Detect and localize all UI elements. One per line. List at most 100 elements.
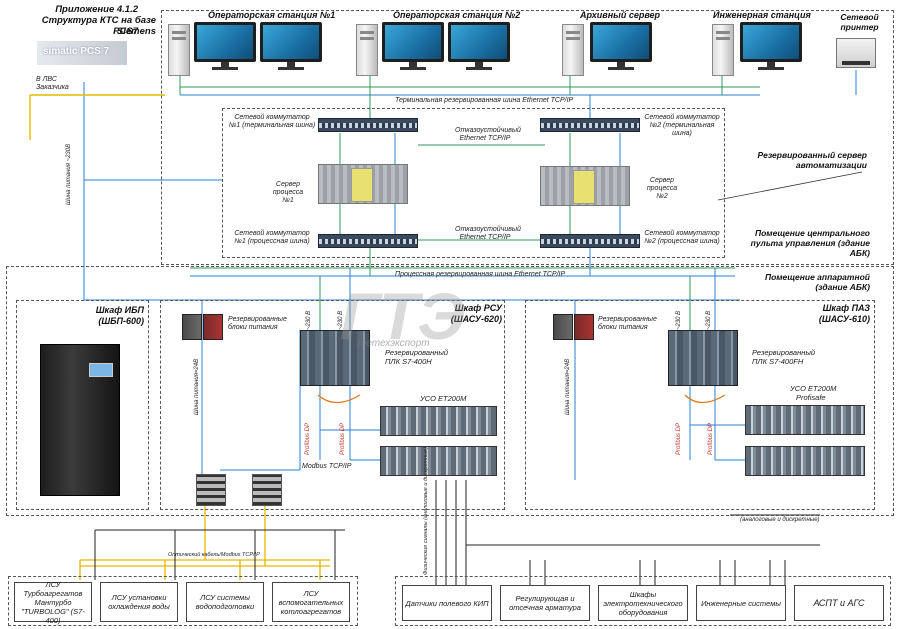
rsu-profibus-a: Profibus DP [305,422,311,455]
paz-psu-1-icon [553,314,573,340]
paz-plc-label: Резервированный ПЛК S7-400FH [752,348,816,366]
zone-paz-cabinet [525,300,875,510]
switch-process-1-icon [318,234,418,248]
paz-signals-label: (аналоговые и дискретные) [740,517,820,523]
modbus-switch-1-icon [196,474,226,506]
watermark-sub: тетехэкспорт [358,338,430,349]
paz-plc-icon [668,330,738,386]
server-1-label: Сервер процесса №1 [272,181,304,205]
workstation-monitors-1 [194,22,322,70]
paz-cabinet-title: Шкаф ПАЗ (ШАСУ-610) [818,303,870,324]
zone-hardware-room [6,266,894,516]
workstation-title-2: Операторская станция №2 [393,10,521,20]
engineering-station-tower [712,24,734,76]
zone-rsu-cabinet [160,300,505,510]
switch-terminal-2-icon [540,118,640,132]
server-2-icon [540,166,630,206]
subsystem-cooling: ЛСУ установки охлаждения воды [100,582,178,622]
failsafe-ethernet-1: Отказоустойчивый Ethernet TCP/IP [455,127,521,143]
field-signals-label: Физические сигналы (аналоговые и дискрет… [423,446,429,575]
title-line-1: Приложение 4.1.2 [55,4,138,15]
rsu-io-2-icon [380,446,497,476]
monitor-icon [260,22,322,70]
monitor-icon [382,22,444,70]
hardware-room-label: Помещение аппаратной (здание АБК) [764,272,870,293]
subsystem-boilers: ЛСУ вспомогательных котлоагрегатов [272,582,350,622]
rsu-psu-2-icon [203,314,223,340]
rsu-plc-icon [300,330,370,386]
rsu-profibus-b: Profibus DP [340,422,346,455]
simatic-logo-text: simatic PCS 7 [43,46,110,57]
rsu-plc-label: Резервированный ПЛК S7-400H [385,348,449,366]
paz-io-label-1: УСО ET200M [790,384,837,393]
paz-io-2-icon [745,446,865,476]
zone-server-room [222,108,725,258]
field-valves: Регулирующая и отсечная арматура [500,585,590,621]
terminal-bus-label: Терминальная резервированная шина Ethern… [395,97,574,104]
paz-profibus-b: Profibus DP [708,422,714,455]
zone-central-control [161,10,894,265]
monitor-icon [194,22,256,70]
switch-terminal-1-label: Сетевой коммутатор №1 (терминальная шина… [228,114,316,130]
ups-cabinet-title: Шкаф ИБП (ШБП-600) [95,305,144,326]
modbus-label: Modbus TCP/IP [302,463,352,470]
simatic-logo: simatic PCS 7 [37,41,127,65]
failsafe-ethernet-2: Отказоустойчивый Ethernet TCP/IP [455,226,521,242]
switch-terminal-1-icon [318,118,418,132]
rsu-io-1-icon [380,406,497,436]
monitor-icon [448,22,510,70]
ups-cabinet-icon [40,344,120,496]
paz-230a-label: ~230 В [676,310,682,330]
title-line-2: Структура КТС на базе Siemens [41,15,156,38]
rsu-230a-label: ~230 В [306,310,312,330]
rsu-io-label: УСО ET200M [420,394,467,403]
switch-process-2-icon [540,234,640,248]
workstation-title-3: Архивный сервер [580,10,661,20]
field-fire-systems: АСПТ и АГС [794,585,884,621]
zone-bottom-right [395,576,891,626]
zone-ups-cabinet [16,300,149,510]
archive-server-monitor [590,22,652,70]
power-bus-label: Шина питания ~230В [66,143,72,205]
paz-230b-label: ~230 В [706,310,712,330]
lan-label: В ЛВС Заказчика [36,76,69,92]
switch-process-1-label: Сетевой коммутатор №1 (процессная шина) [234,230,310,246]
rsu-psu-label: Резервированные блоки питания [228,316,287,332]
workstation-tower-2 [356,24,378,76]
central-control-room-label: Помещение центрального пульта управления… [750,228,870,259]
watermark-logo: ГТЭ [340,279,465,353]
workstation-title-4: Инженерная станция [713,10,811,20]
switch-terminal-2-label: Сетевой коммутатор №2 (терминальная шина… [644,114,720,138]
printer-label: Сетевой принтер [840,12,879,33]
printer-icon [836,38,876,68]
paz-psu-label: Резервированные блоки питания [598,316,657,332]
field-electrical: Шкафы электротехнического оборудования [598,585,688,621]
title-line-3: PCS7 [113,26,138,37]
paz-profibus-a: Profibus DP [676,422,682,455]
paz-io-1-icon [745,405,865,435]
server-1-icon [318,164,408,204]
field-sensors: Датчики полевого КИП [402,585,492,621]
optical-label: Оптический кабель/Modbus TCP/IP [168,552,260,558]
monitor-icon [590,22,652,70]
server-2-label: Сервер процесса №2 [646,177,678,201]
workstation-title-1: Операторская станция №1 [208,10,336,20]
switch-process-2-label: Сетевой коммутатор №2 (процессная шина) [644,230,720,246]
process-bus-label: Процессная резервированная шина Ethernet… [395,271,566,278]
rsu-cabinet-title: Шкаф РСУ (ШАСУ-620) [450,303,502,324]
rsu-psu-1-icon [182,314,202,340]
rsu-power-24-label: Шина питания=24В [194,358,200,415]
archive-server-tower [562,24,584,76]
workstation-monitors-2 [382,22,510,70]
workstation-tower-1 [168,24,190,76]
monitor-icon [740,22,802,70]
field-engineering: Инженерные системы [696,585,786,621]
redundant-server-label: Резервированный сервер автоматизации [757,150,867,171]
zone-bottom-left [8,576,358,626]
modbus-switch-2-icon [252,474,282,506]
paz-power-24-label: Шина питания=24В [565,358,571,415]
engineering-station-monitor [740,22,802,70]
subsystem-water: ЛСУ системы водоподготовки [186,582,264,622]
paz-io-label-2: Profisafe [796,393,826,402]
subsystem-turbo: ЛСУ Турбоагрегатов Мантурбо "TURBOLOG" (… [14,580,92,625]
